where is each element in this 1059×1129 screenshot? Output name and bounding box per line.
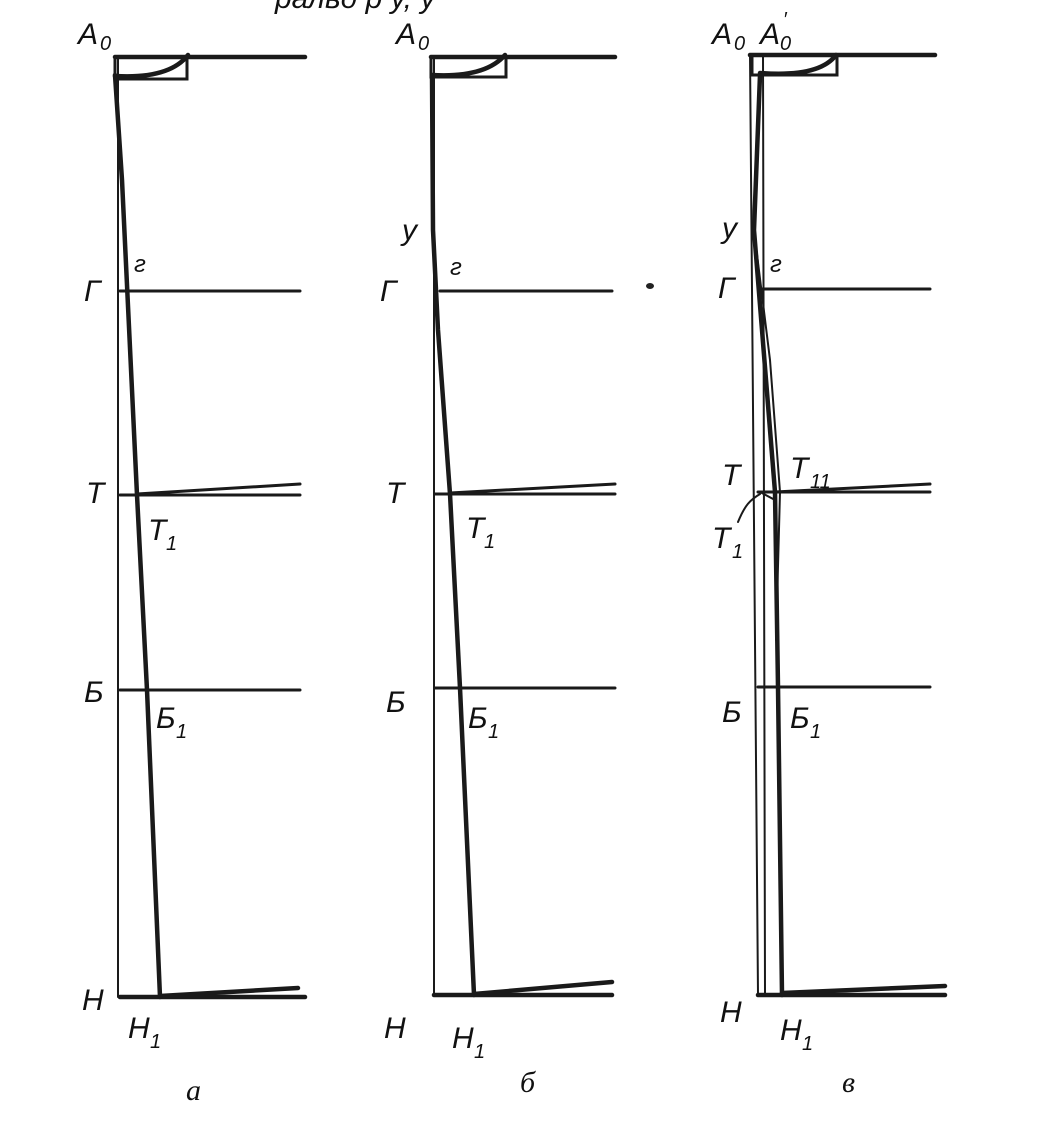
- panel-b-label-b: Б: [386, 686, 406, 719]
- panel-v-label-b: Б: [722, 696, 742, 729]
- panel-b-label-h1-sub: 1: [474, 1041, 485, 1063]
- panel-a-label-t: Т: [86, 477, 107, 510]
- panel-b-label-t: Т: [386, 477, 407, 510]
- panel-v-label-b1-sub: 1: [810, 721, 821, 743]
- panel-b-back-center: [429, 72, 477, 998]
- panel-b-label-h1: Н: [452, 1022, 474, 1055]
- panel-a-label-g: Г: [84, 275, 103, 308]
- panel-a-label-g-small: г: [134, 251, 146, 278]
- panel-v-neck-curve: [757, 52, 839, 76]
- panel-a-waist-curve: [135, 482, 302, 496]
- panel-v-label-g: Г: [718, 272, 737, 305]
- panel-v-label-t: Т: [722, 459, 743, 492]
- panel-a-back-center: [112, 72, 163, 1000]
- panel-a-label-a0-sub: 0: [100, 33, 111, 55]
- panel-v-dart-mark: [759, 491, 779, 561]
- panel-a-label-b1: Б: [156, 702, 176, 735]
- panel-v-label-a0: A: [710, 18, 732, 51]
- panel-v-hem-curve: [779, 983, 948, 996]
- panel-b-waist-curve: [448, 482, 617, 495]
- panel-v-label-a0-prime: A: [758, 18, 780, 51]
- panel-v-label-t1-sub: 1: [732, 541, 743, 563]
- panel-b-label-t1-sub: 1: [484, 531, 495, 553]
- panel-a-hem-curve: [157, 985, 301, 999]
- panel-b-label-a0: A: [394, 18, 416, 51]
- panel-b-label-t1: Т: [466, 512, 487, 545]
- panel-v-vertical-shifted: [762, 54, 766, 996]
- panel-a-label-h1-sub: 1: [150, 1031, 161, 1053]
- panel-a-label-b: Б: [84, 676, 104, 709]
- panel-b-label-y: у: [400, 214, 419, 247]
- panel-b-label-g: Г: [380, 275, 399, 308]
- panel-b-hem-curve: [471, 979, 615, 997]
- panel-a-neck-box: [113, 55, 189, 81]
- panel-b-label-h: Н: [384, 1012, 406, 1045]
- panel-b: A 0 у Г г Т Т 1 Б Б 1 Н Н 1 б: [380, 18, 654, 1099]
- panel-a: A 0 Г г Т Т 1 Б Б 1 Н Н 1 а: [76, 18, 308, 1107]
- panel-b-scan-dot: [646, 283, 654, 289]
- panel-v-back-center: [751, 72, 785, 998]
- panel-b-label-a0-sub: 0: [418, 33, 429, 55]
- panel-v-waist-curve: [773, 482, 932, 494]
- panel-v: A 0 A 0 ′ у Г г Т Т 11 Т 1 Б Б 1 Н Н 1 в: [710, 9, 948, 1099]
- panel-b-label-g-small: г: [450, 254, 462, 281]
- panel-a-caption: а: [186, 1074, 201, 1107]
- panel-v-label-h1-sub: 1: [802, 1033, 813, 1055]
- header-fragment: ральд р у, у: [274, 0, 437, 15]
- panel-a-label-t1: Т: [148, 514, 169, 547]
- panel-v-caption: в: [842, 1066, 855, 1099]
- panel-a-label-h: Н: [82, 984, 104, 1017]
- panel-b-caption: б: [520, 1066, 536, 1099]
- panel-b-neck-box: [429, 55, 508, 79]
- panel-v-label-g-small: г: [770, 251, 782, 278]
- panel-a-label-h1: Н: [128, 1012, 150, 1045]
- panel-v-label-t11-sub: 11: [810, 471, 831, 493]
- panel-v-t1-leader: [737, 493, 761, 523]
- panel-v-label-h: Н: [720, 996, 742, 1029]
- panel-b-neck-curve: [429, 52, 508, 78]
- panel-b-label-b1-sub: 1: [488, 721, 499, 743]
- panel-v-label-a0-sub: 0: [734, 33, 745, 55]
- panel-v-back-center-alt: [753, 229, 782, 641]
- panel-v-prime-mark: ′: [783, 9, 788, 31]
- panel-v-vertical-base: [749, 54, 759, 996]
- panel-v-label-t11: Т: [790, 452, 811, 485]
- panel-a-label-t1-sub: 1: [166, 533, 177, 555]
- panel-v-label-t1: Т: [712, 522, 733, 555]
- panel-v-label-y: у: [720, 212, 739, 245]
- panel-v-label-h1: Н: [780, 1014, 802, 1047]
- panel-v-label-a0-prime-sub: 0: [780, 33, 791, 55]
- panel-a-neck-curve: [112, 52, 191, 79]
- panel-b-label-b1: Б: [468, 702, 488, 735]
- panel-a-label-b1-sub: 1: [176, 721, 187, 743]
- panel-a-label-a0: A: [76, 18, 98, 51]
- panel-v-label-b1: Б: [790, 702, 810, 735]
